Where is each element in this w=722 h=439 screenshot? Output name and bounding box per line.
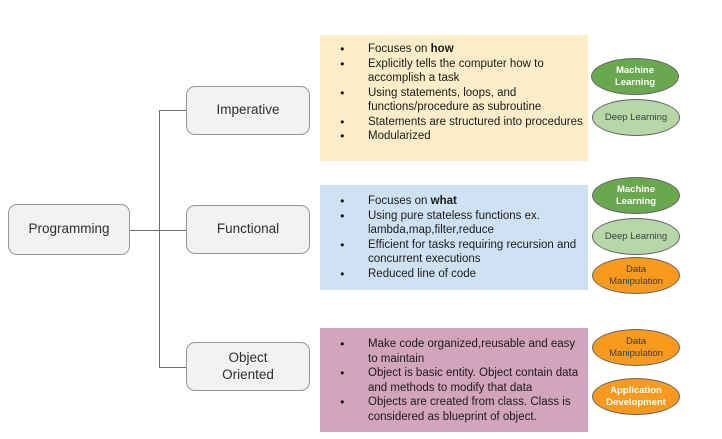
imperative-bullet-list: Focuses on how Explicitly tells the comp… xyxy=(320,42,584,144)
tag-data-manipulation: Data Manipulation xyxy=(592,329,680,366)
bullet-item: Efficient for tasks requiring recursion … xyxy=(338,238,584,267)
tag-machine-learning: Machine Learning xyxy=(591,58,679,95)
bullet-item: Object is basic entity. Object contain d… xyxy=(338,366,584,395)
panel-object-oriented-details: Make code organized,reusable and easy to… xyxy=(320,328,588,432)
node-object-oriented: Object Oriented xyxy=(186,342,310,391)
node-programming-label: Programming xyxy=(28,221,110,237)
bullet-item: Using pure stateless functions ex. lambd… xyxy=(338,209,584,238)
bullet-item: Make code organized,reusable and easy to… xyxy=(338,337,584,366)
bullet-item: Focuses on what xyxy=(338,194,584,209)
bullet-item: Objects are created from class. Class is… xyxy=(338,395,584,424)
connector-imperative-h xyxy=(159,110,186,111)
node-object-oriented-label: Object Oriented xyxy=(222,349,274,382)
tag-deep-learning: Deep Learning xyxy=(592,99,680,136)
tag-machine-learning: Machine Learning xyxy=(592,177,680,214)
object-oriented-bullet-list: Make code organized,reusable and easy to… xyxy=(320,337,584,424)
node-programming: Programming xyxy=(8,204,130,255)
tag-data-manipulation: Data Manipulation xyxy=(592,257,680,294)
bullet-item: Statements are structured into procedure… xyxy=(338,115,584,130)
panel-functional-details: Focuses on what Using pure stateless fun… xyxy=(320,185,588,290)
node-imperative-label: Imperative xyxy=(216,102,280,118)
node-functional: Functional xyxy=(186,205,310,254)
node-functional-label: Functional xyxy=(216,221,280,237)
bullet-item: Focuses on how xyxy=(338,42,584,57)
bullet-item: Modularized xyxy=(338,129,584,144)
panel-imperative-details: Focuses on how Explicitly tells the comp… xyxy=(320,35,588,161)
connector-object-oriented-h xyxy=(159,367,186,368)
tag-application-development: Application Development xyxy=(592,378,680,415)
bullet-item: Using statements, loops, and functions/p… xyxy=(338,86,584,115)
node-imperative: Imperative xyxy=(186,86,310,135)
tag-deep-learning: Deep Learning xyxy=(592,218,680,255)
connector-root-h xyxy=(130,230,186,231)
bullet-item: Explicitly tells the computer how to acc… xyxy=(338,57,584,86)
bullet-item: Reduced line of code xyxy=(338,267,584,282)
connector-trunk-v xyxy=(159,110,160,368)
functional-bullet-list: Focuses on what Using pure stateless fun… xyxy=(320,194,584,281)
